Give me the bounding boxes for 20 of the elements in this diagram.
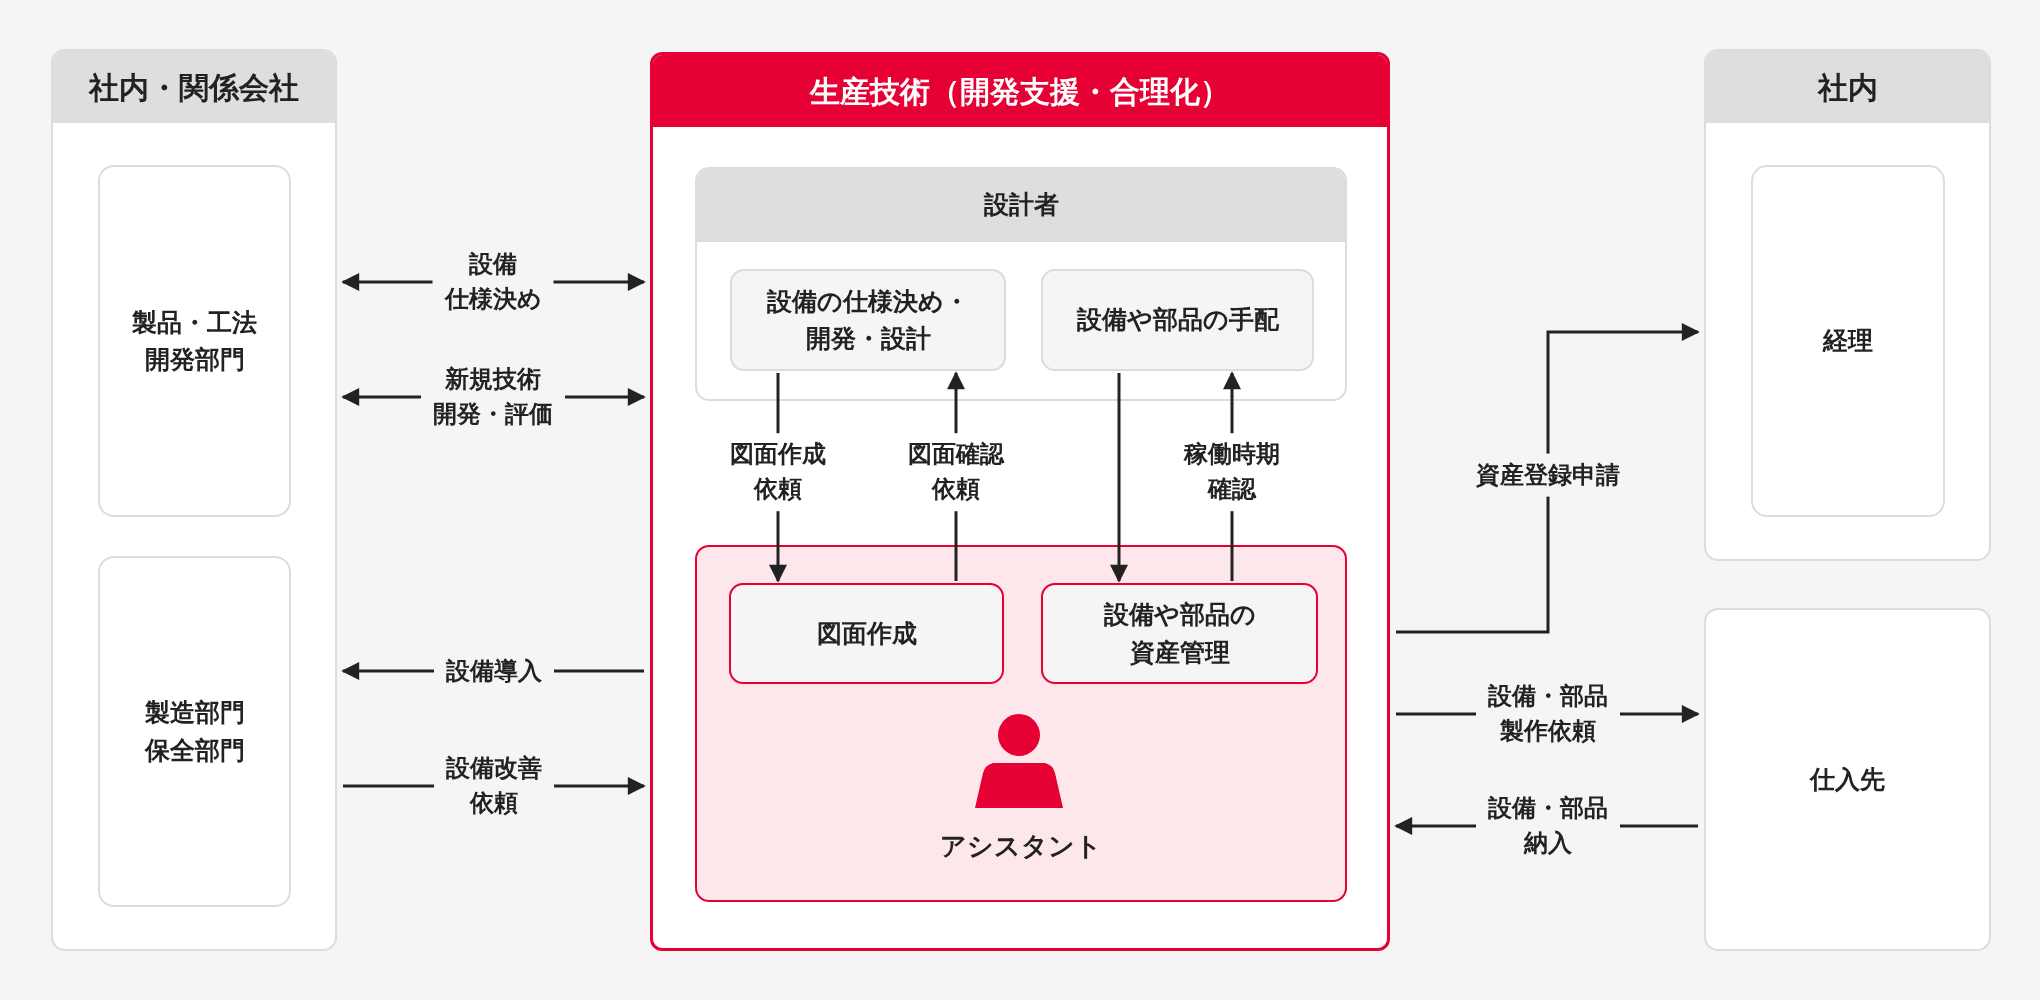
process-box: 図面作成 (729, 583, 1004, 684)
process-box: 設備や部品の手配 (1041, 269, 1314, 371)
panel: 仕入先 (1704, 608, 1991, 951)
department-box: 製造部門保全部門 (98, 556, 291, 907)
panel-header: 生産技術（開発支援・合理化） (653, 55, 1387, 127)
process-box: 設備や部品の資産管理 (1041, 583, 1318, 684)
department-box: 製品・工法開発部門 (98, 165, 291, 517)
group-box (695, 545, 1347, 902)
role-label: アシスタント (940, 831, 1102, 861)
panel-header: 設計者 (697, 169, 1345, 242)
group-box (695, 167, 1347, 401)
panel-header: 社内・関係会社 (53, 51, 335, 123)
panel (51, 49, 337, 951)
arrow (1110, 373, 1128, 583)
panel (650, 52, 1390, 951)
department-box: 経理 (1751, 165, 1945, 517)
arrow (1396, 323, 1700, 634)
panel (1704, 49, 1991, 561)
panel-header: 社内 (1706, 51, 1989, 123)
process-box: 設備の仕様決め・開発・設計 (730, 269, 1006, 371)
